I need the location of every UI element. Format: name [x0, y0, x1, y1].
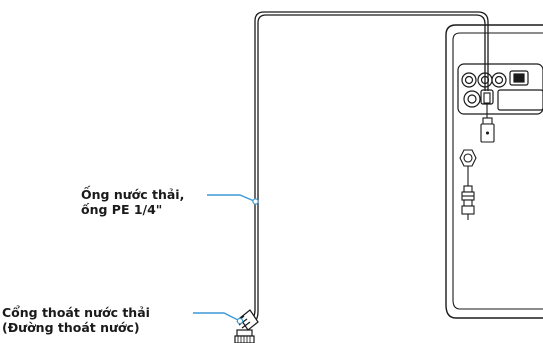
port-bottom-1: [463, 90, 481, 108]
drain-tube: [248, 11, 489, 326]
callout-drain-outlet: Cổng thoát nước thải (Đường thoát nước): [2, 305, 150, 335]
leader-pipe: [207, 194, 259, 205]
connector-panel: [457, 63, 543, 115]
callout-drain-pipe-line2: ống PE 1/4": [81, 202, 163, 217]
tube-connector: [480, 92, 495, 143]
callout-drain-outlet-line1: Cổng thoát nước thải: [2, 305, 150, 320]
callout-drain-outlet-line2: (Đường thoát nước): [2, 320, 140, 335]
callout-drain-pipe: Ống nước thải, ống PE 1/4": [81, 187, 184, 217]
power-switch: [509, 70, 529, 86]
callout-drain-pipe-line1: Ống nước thải,: [81, 187, 185, 202]
port-top-3: [491, 72, 507, 88]
drain-outlet-fitting: [234, 309, 259, 343]
leader-outlet: [193, 312, 244, 325]
side-fitting: [459, 149, 477, 220]
port-top-1: [461, 72, 477, 88]
purifier-unit: [445, 24, 543, 319]
